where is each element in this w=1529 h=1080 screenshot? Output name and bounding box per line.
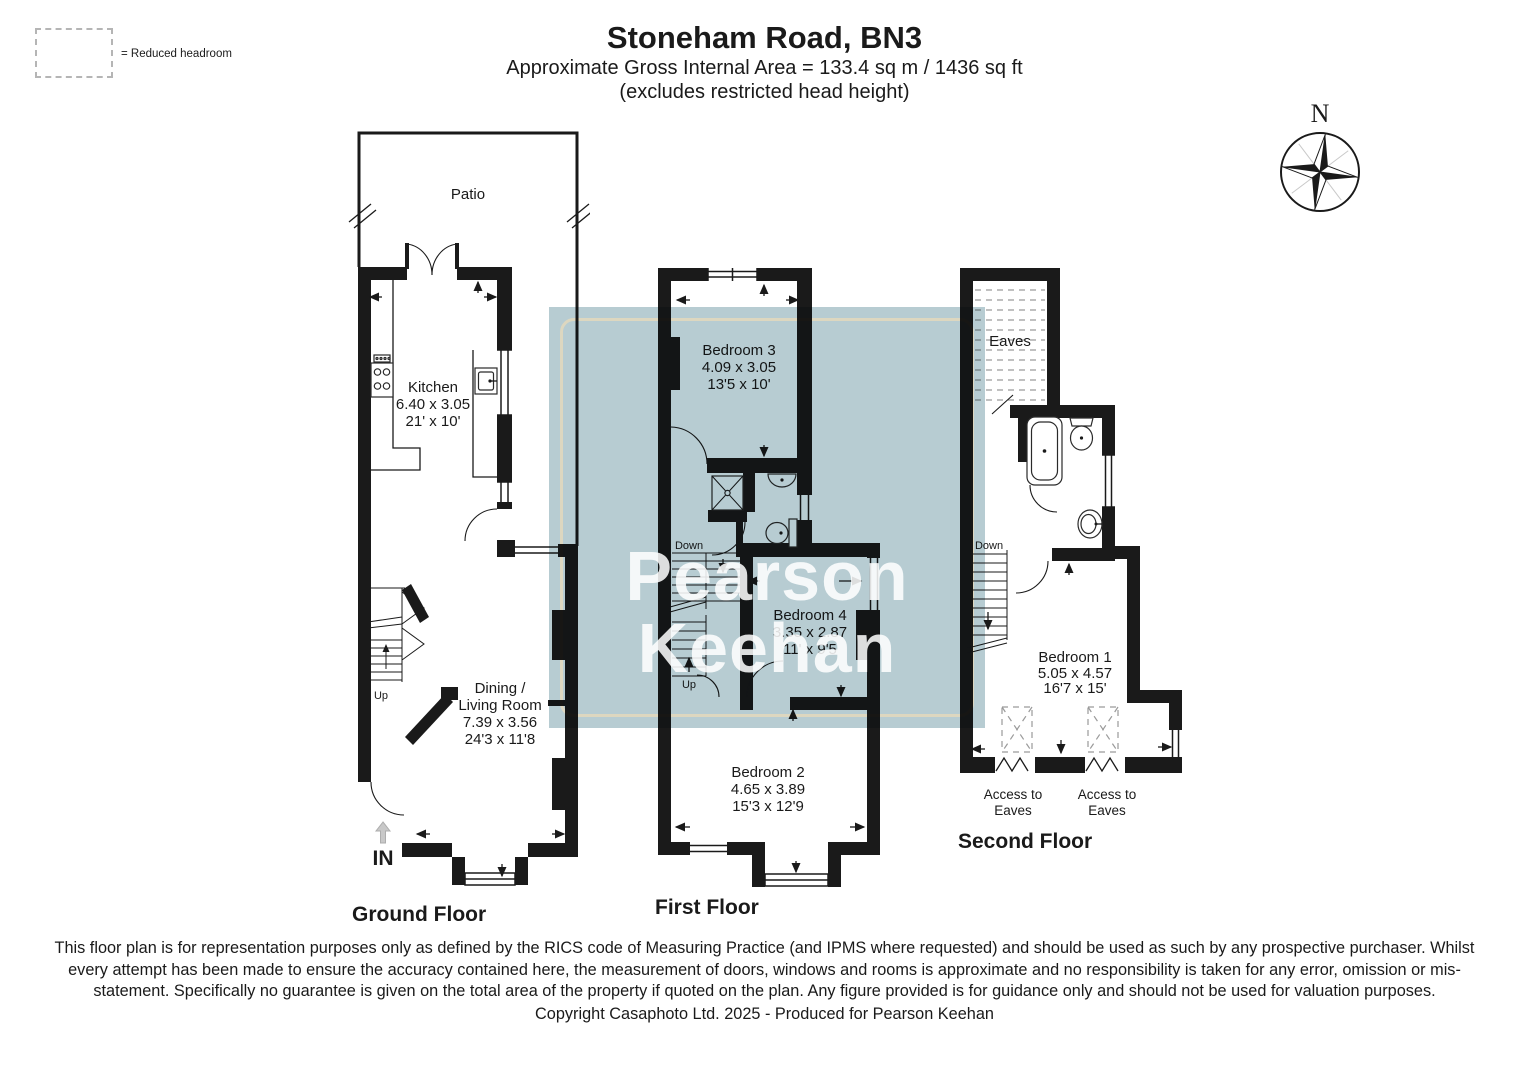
entrance-in-label: IN — [373, 847, 394, 870]
access-eaves-2-line2: Eaves — [1088, 803, 1126, 818]
compass-rose-icon: N — [1280, 99, 1360, 212]
footer: This floor plan is for representation pu… — [54, 938, 1475, 1025]
ground-windows — [464, 349, 558, 886]
ground-stairs — [367, 587, 425, 682]
eaves-label: Eaves — [989, 333, 1031, 350]
entrance-arrow-icon — [374, 821, 392, 844]
eaves-access-marks — [995, 756, 1119, 773]
sink-icon — [474, 367, 498, 395]
bedroom1-metric: 5.05 x 4.57 — [1038, 665, 1112, 682]
second-floor-title: Second Floor — [958, 830, 1093, 853]
basin-icon-second — [1077, 509, 1103, 539]
page-title: Stoneham Road, BN3 — [606, 20, 923, 55]
dining-metric: 7.39 x 3.56 — [463, 714, 537, 731]
dining-name-1: Dining / — [475, 680, 527, 697]
kitchen-door-arc — [464, 508, 498, 542]
dining-imperial: 24'3 x 11'8 — [465, 731, 536, 748]
toilet-icon-second — [1069, 417, 1094, 451]
second-arrows — [970, 562, 1173, 755]
area-subtitle: Approximate Gross Internal Area = 133.4 … — [506, 57, 1023, 79]
ground-arrows — [368, 280, 566, 878]
watermark-border — [560, 318, 974, 717]
watermark-text: Pearson Keehan — [549, 540, 985, 684]
disclaimer-text: This floor plan is for representation pu… — [54, 939, 1475, 1000]
patio-french-doors — [405, 243, 459, 276]
bedroom2-metric: 4.65 x 3.89 — [731, 781, 805, 798]
watermark-box — [549, 307, 985, 728]
skylight-icon-1 — [1001, 706, 1033, 753]
second-doors — [991, 394, 1058, 594]
hob-icon — [370, 354, 394, 398]
bedroom1-imperial: 16'7 x 15' — [1043, 680, 1106, 697]
compass-north-label: N — [1311, 99, 1330, 128]
eaves-hatch — [975, 289, 1045, 401]
copyright-text: Copyright Casaphoto Ltd. 2025 - Produced… — [535, 1004, 994, 1023]
kitchen-metric: 6.40 x 3.05 — [396, 396, 470, 413]
watermark-line2: Keehan — [637, 609, 897, 687]
reduced-headroom-swatch — [35, 28, 113, 78]
ground-floor-title: Ground Floor — [352, 903, 487, 926]
access-eaves-1-line2: Eaves — [994, 803, 1032, 818]
skylight-icon-2 — [1087, 706, 1119, 753]
access-eaves-2-line1: Access to — [1078, 787, 1137, 802]
second-windows — [1102, 454, 1180, 759]
bedroom1-name: Bedroom 1 — [1038, 649, 1111, 666]
patio-label: Patio — [451, 186, 485, 203]
dining-name-2: Living Room — [458, 697, 541, 714]
compass-star — [1282, 134, 1358, 210]
kitchen-imperial: 21' x 10' — [406, 413, 461, 430]
bedroom2-name: Bedroom 2 — [731, 764, 804, 781]
bath-icon — [1026, 416, 1063, 486]
access-eaves-1-line1: Access to — [984, 787, 1043, 802]
legend-label: = Reduced headroom — [121, 48, 232, 60]
bedroom2-imperial: 15'3 x 12'9 — [732, 798, 804, 815]
first-floor-title: First Floor — [655, 896, 759, 919]
watermark-line1: Pearson — [625, 537, 909, 615]
second-floor-plan: Eaves Down Bedroom 1 5.05 x 4.57 16'7 x … — [960, 268, 1182, 818]
kitchen-name: Kitchen — [408, 379, 458, 396]
ground-walls — [358, 267, 578, 885]
entrance-door-arc — [370, 781, 405, 816]
ground-up-label: Up — [374, 690, 388, 702]
area-note: (excludes restricted head height) — [619, 81, 910, 103]
